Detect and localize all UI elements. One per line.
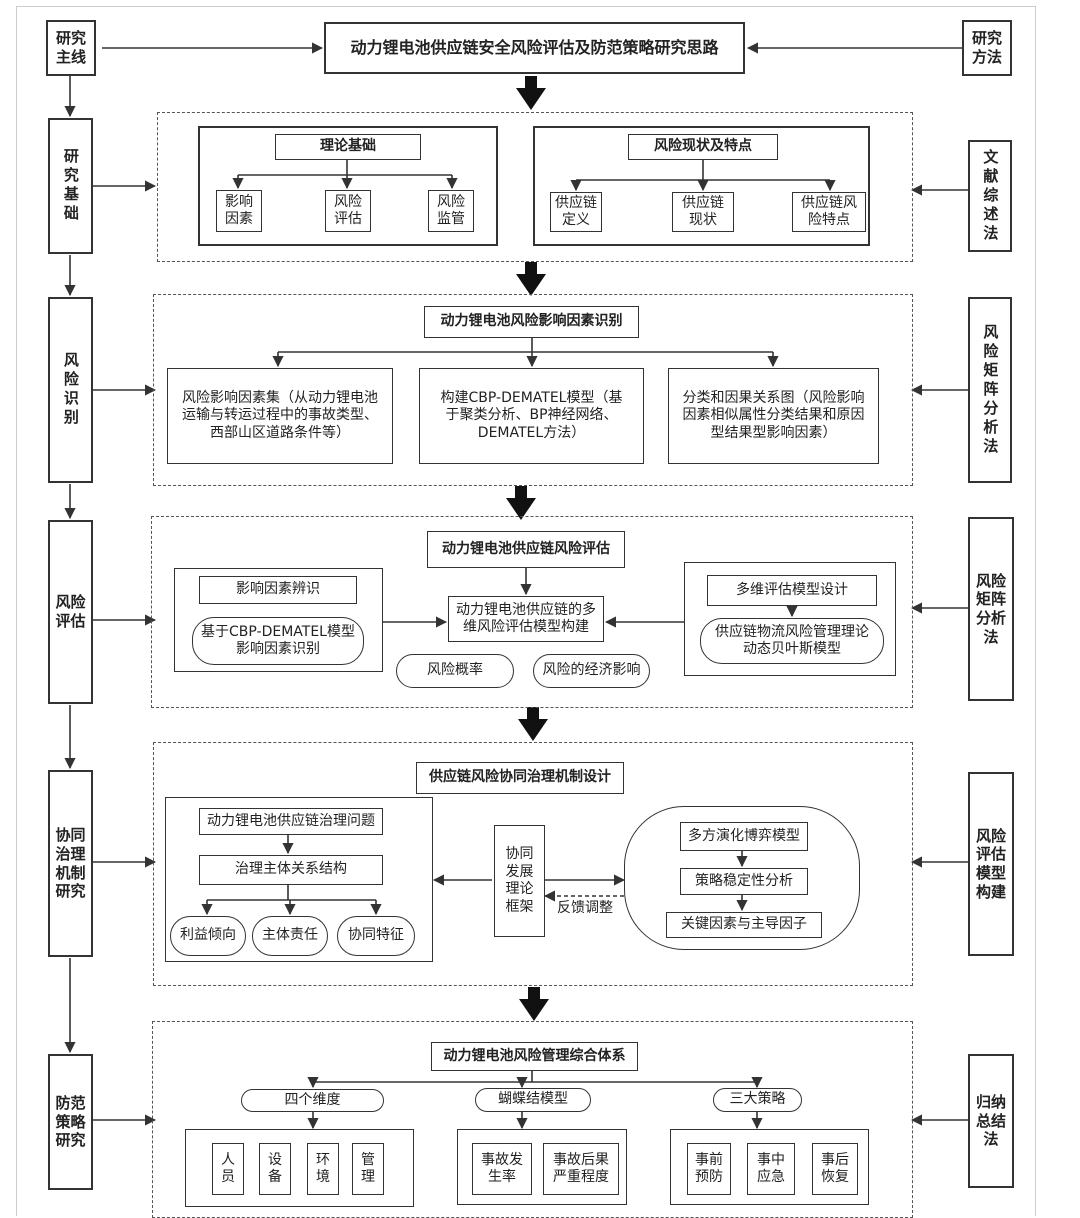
theory-group: [198, 126, 498, 246]
method-risk-matrix-2: 风险矩阵分析法: [968, 517, 1014, 701]
govern-key-factors: 关键因素与主导因子: [666, 912, 822, 938]
assess-title: 动力锂电池供应链风险评估: [427, 531, 625, 568]
assess-center-model: 动力锂电池供应链的多维风险评估模型构建: [448, 596, 604, 642]
assess-cbp-identify: 基于CBP-DEMATEL模型影响因素识别: [192, 617, 364, 665]
govern-collab-feature: 协同特征: [337, 916, 415, 956]
govern-framework: 协同发展理论框架: [494, 825, 545, 937]
main-line-strategy: 防范策略研究: [48, 1054, 93, 1190]
page-title: 动力锂电池供应链安全风险评估及防范策略研究思路: [324, 22, 745, 74]
strategy-title: 动力锂电池风险管理综合体系: [431, 1042, 638, 1071]
method-risk-matrix-1: 风险矩阵分析法: [968, 297, 1012, 483]
assess-multi-dim-design: 多维评估模型设计: [707, 575, 877, 606]
status-group: [533, 126, 870, 246]
dim-environment: 环境: [307, 1143, 339, 1195]
assess-right-group: [684, 562, 896, 676]
method-literature: 文献综述法: [968, 140, 1012, 252]
main-line-govern: 协同治理机制研究: [48, 770, 93, 957]
section-identify: [153, 294, 913, 486]
strategy-before: 事前预防: [687, 1143, 731, 1195]
section-govern: [153, 742, 913, 986]
govern-interest: 利益倾向: [170, 916, 246, 956]
govern-game-model: 多方演化博弈模型: [680, 822, 808, 851]
assess-economic-impact: 风险的经济影响: [533, 654, 650, 688]
govern-left-group: [165, 797, 433, 962]
theory-item-factors: 影响因素: [216, 190, 262, 232]
strategy-group-three-strategies: 三大策略: [713, 1088, 802, 1112]
govern-right-group: [624, 806, 860, 950]
dim-management: 管理: [352, 1143, 384, 1195]
flow-arrows: [506, 76, 549, 1021]
three-strategies-frame: [670, 1129, 869, 1205]
govern-structure: 治理主体关系结构: [199, 855, 383, 885]
assess-risk-probability: 风险概率: [396, 654, 514, 688]
govern-feedback-label: 反馈调整: [557, 900, 613, 916]
page-frame: [16, 6, 1036, 1216]
strategy-during: 事中应急: [747, 1143, 795, 1195]
right-header: 研究方法: [962, 20, 1012, 76]
bowtie-severity: 事故后果严重程度: [543, 1143, 619, 1195]
assess-bayes-model: 供应链物流风险管理理论动态贝叶斯模型: [700, 618, 884, 664]
section-assess: [151, 516, 913, 708]
status-item-current: 供应链现状: [672, 192, 734, 232]
govern-responsibility: 主体责任: [252, 916, 328, 956]
theory-title: 理论基础: [275, 134, 421, 160]
bowtie-probability: 事故发生率: [472, 1143, 532, 1195]
main-line-identify: 风险识别: [48, 297, 93, 483]
main-line-basis: 研究基础: [48, 118, 93, 254]
theory-item-supervision: 风险监管: [428, 190, 474, 232]
assess-factor-identify: 影响因素辨识: [199, 576, 357, 604]
status-title: 风险现状及特点: [628, 134, 778, 160]
identify-factor-set: 风险影响因素集（从动力锂电池运输与转运过程中的事故类型、西部山区道路条件等）: [167, 368, 393, 464]
bowtie-frame: [457, 1129, 627, 1205]
method-induction: 归纳总结法: [968, 1054, 1014, 1188]
govern-title: 供应链风险协同治理机制设计: [416, 762, 624, 794]
strategy-group-four-dimensions: 四个维度: [241, 1089, 384, 1112]
main-line-assess: 风险评估: [48, 520, 93, 704]
assess-left-group: [174, 568, 383, 672]
identify-classification: 分类和因果关系图（风险影响因素相似属性分类结果和原因型结果型影响因素）: [668, 368, 879, 464]
status-item-definition: 供应链定义: [550, 192, 602, 232]
dim-equipment: 设备: [259, 1143, 291, 1195]
govern-issue: 动力锂电池供应链治理问题: [199, 808, 383, 835]
status-item-features: 供应链风险特点: [792, 192, 866, 232]
left-header: 研究主线: [46, 20, 96, 76]
identify-title: 动力锂电池风险影响因素识别: [424, 306, 639, 338]
four-dimensions-frame: [185, 1129, 414, 1207]
strategy-group-bowtie: 蝴蝶结模型: [475, 1088, 591, 1112]
strategy-after: 事后恢复: [812, 1143, 858, 1195]
govern-stability: 策略稳定性分析: [680, 868, 808, 895]
section-basis: [157, 112, 913, 262]
identify-model: 构建CBP-DEMATEL模型（基于聚类分析、BP神经网络、DEMATEL方法）: [419, 368, 644, 464]
method-assessment-model: 风险评估模型构建: [968, 772, 1014, 956]
dim-personnel: 人员: [212, 1143, 244, 1195]
theory-item-assessment: 风险评估: [325, 190, 371, 232]
